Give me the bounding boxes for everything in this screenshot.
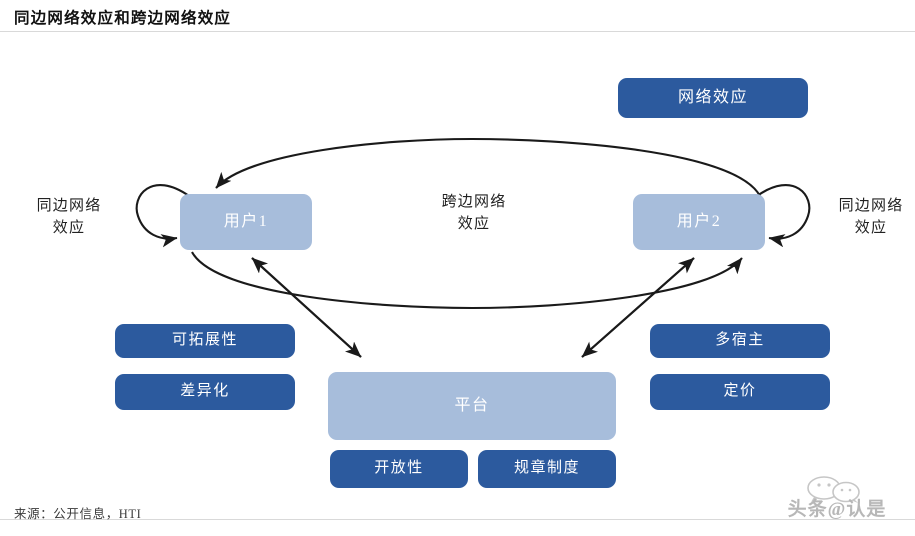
node-platform[interactable]: 平台 xyxy=(328,372,616,440)
watermark: 头条@认是 xyxy=(762,476,912,530)
footer-divider xyxy=(0,519,915,520)
label-right-same-side-network-effect: 同边网络 效应 xyxy=(838,198,904,236)
label-cross-side-network-effect: 跨边网络 效应 xyxy=(441,194,507,232)
node-differentiation[interactable]: 差异化 xyxy=(115,374,295,410)
arc-user1-to-user2 xyxy=(191,251,743,310)
watermark-text: 头条@认是 xyxy=(787,499,887,520)
label-left-same-side-network-effect: 同边网络 效应 xyxy=(36,198,102,236)
node-openness[interactable]: 开放性 xyxy=(330,450,468,488)
page-title: 同边网络效应和跨边网络效应 xyxy=(14,10,232,27)
node-user1[interactable]: 用户1 xyxy=(180,194,312,250)
node-pricing[interactable]: 定价 xyxy=(650,374,830,410)
node-user2[interactable]: 用户2 xyxy=(633,194,765,250)
title-divider xyxy=(0,31,915,32)
node-rules[interactable]: 规章制度 xyxy=(478,450,616,488)
node-multihoming[interactable]: 多宿主 xyxy=(650,324,830,358)
wechat-icon xyxy=(807,476,860,503)
source-note: 来源：公开信息，HTI xyxy=(14,507,142,521)
arc-user2-to-user1 xyxy=(215,137,761,197)
node-scalability[interactable]: 可拓展性 xyxy=(115,324,295,358)
node-network-effect[interactable]: 网络效应 xyxy=(618,78,808,118)
